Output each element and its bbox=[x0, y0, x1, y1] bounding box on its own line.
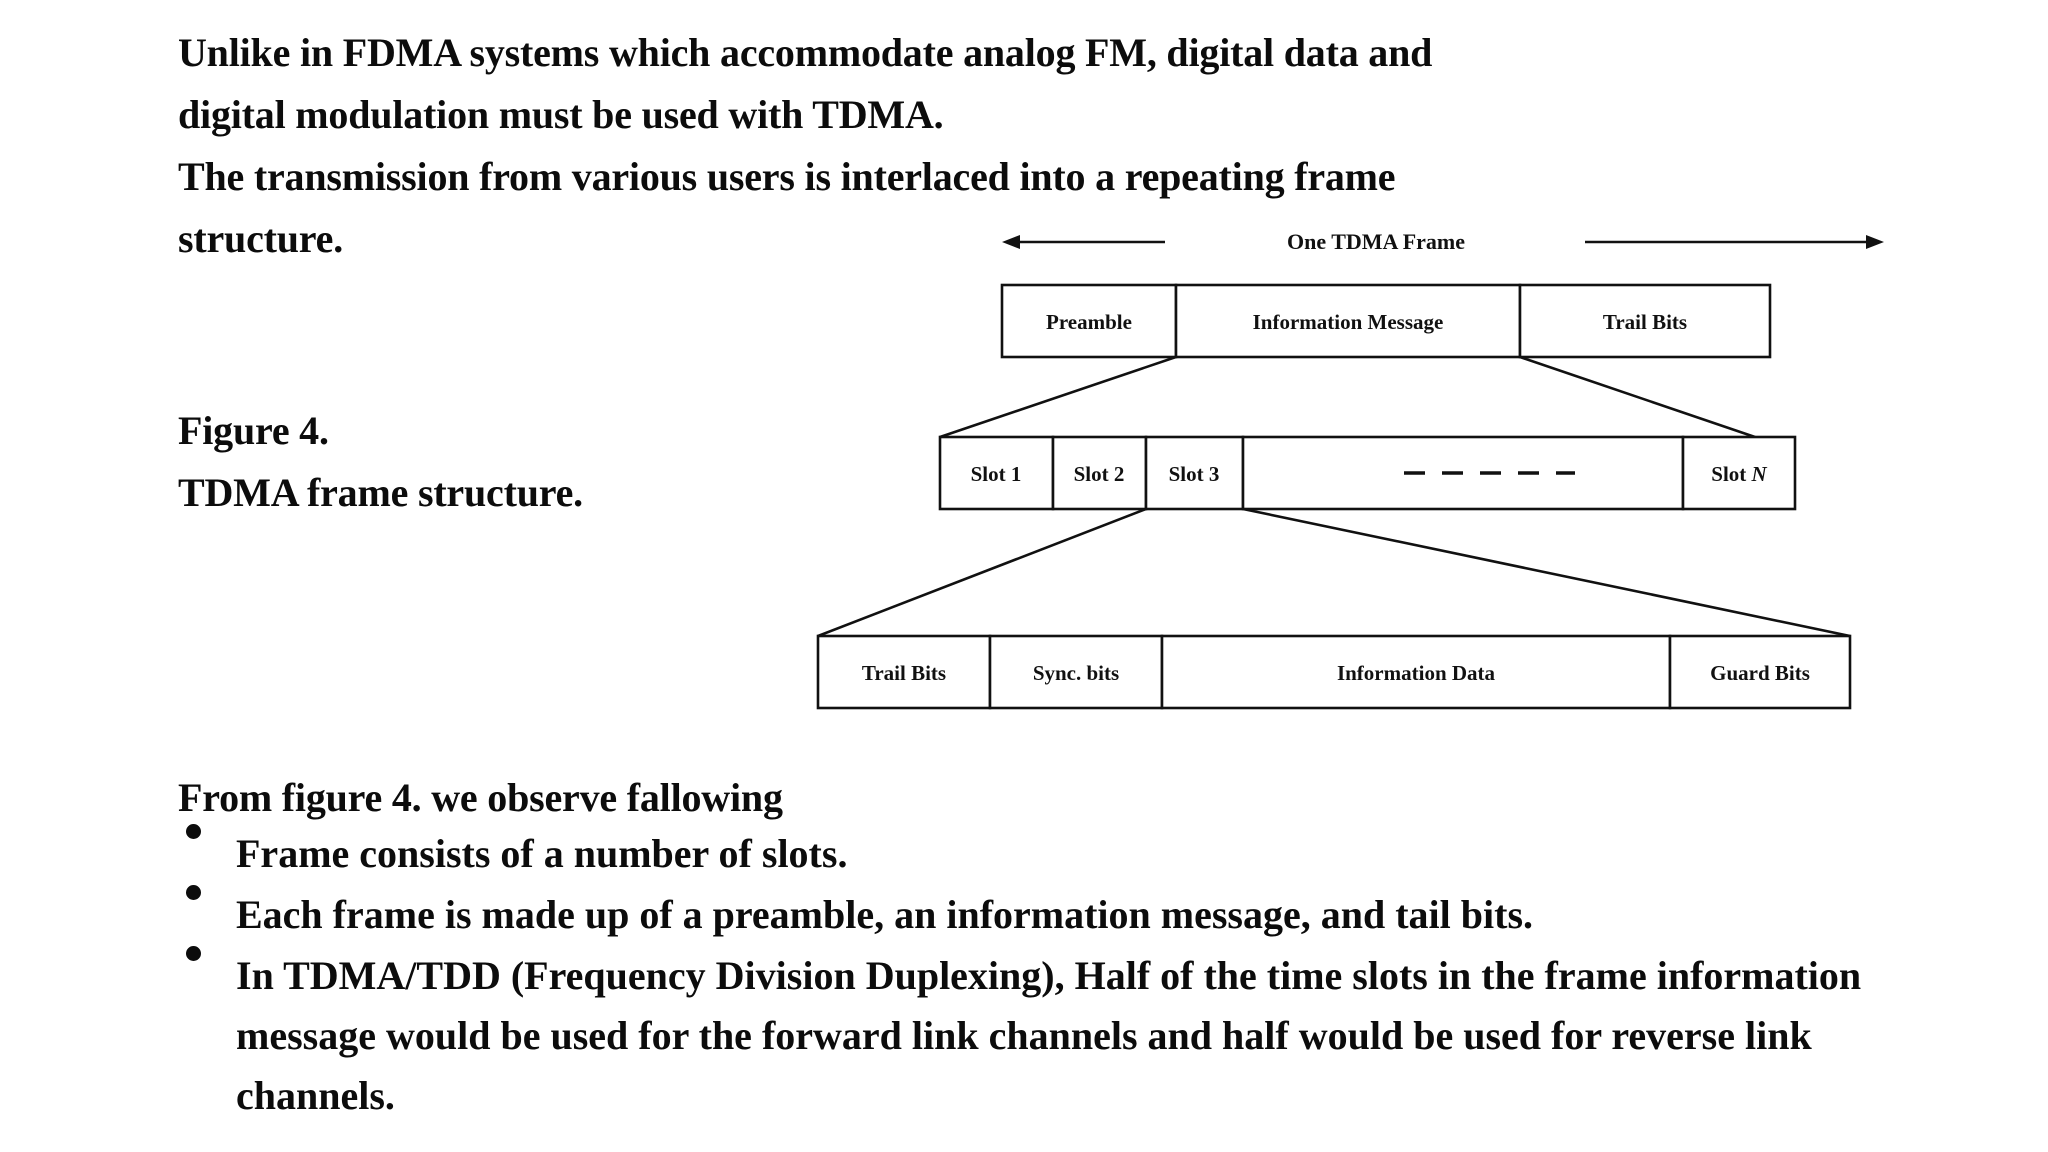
arrow-left-head-icon bbox=[1002, 235, 1020, 249]
observations-list: Frame consists of a number of slots. Eac… bbox=[178, 824, 1968, 1127]
slot-box-n-label: Slot N bbox=[1711, 462, 1767, 486]
slot-box-1-label: Slot 1 bbox=[971, 462, 1022, 486]
figure-caption-number: Figure 4. bbox=[178, 408, 329, 453]
figure-caption-title: TDMA frame structure. bbox=[178, 470, 583, 515]
detail-box-trail-bits bbox=[816, 634, 992, 710]
frame-box-trail-bits-label: Trail Bits bbox=[1603, 310, 1687, 334]
detail-box-information-data-label: Information Data bbox=[1337, 661, 1496, 685]
intro-line-3: The transmission from various users is i… bbox=[178, 154, 1396, 199]
connector-slot-right bbox=[1242, 507, 1851, 638]
connector-slot-to-detail bbox=[817, 507, 1851, 638]
list-item: Frame consists of a number of slots. bbox=[178, 824, 1968, 884]
frame-box-information-message-label: Information Message bbox=[1253, 310, 1444, 334]
slot-row: Slot 1 Slot 2 Slot 3 Slot N bbox=[938, 435, 1797, 511]
detail-box-information-data bbox=[1160, 634, 1672, 710]
slot-box-3 bbox=[1144, 435, 1245, 511]
frame-box-trail-bits bbox=[1518, 283, 1772, 359]
detail-box-sync-bits bbox=[988, 634, 1164, 710]
detail-box-guard-bits-label: Guard Bits bbox=[1710, 661, 1810, 685]
one-tdma-frame-title: One TDMA Frame bbox=[1287, 229, 1465, 254]
slot-n-prefix: Slot bbox=[1711, 462, 1751, 486]
slot-n-index: N bbox=[1751, 462, 1768, 486]
detail-box-trail-bits-label: Trail Bits bbox=[862, 661, 946, 685]
frame-row: Preamble Information Message Trail Bits bbox=[1000, 283, 1772, 359]
slot-box-2-label: Slot 2 bbox=[1074, 462, 1125, 486]
frame-box-preamble bbox=[1000, 283, 1178, 359]
intro-line-4: structure. bbox=[178, 216, 343, 261]
intro-line-2: digital modulation must be used with TDM… bbox=[178, 92, 944, 137]
frame-box-preamble-label: Preamble bbox=[1046, 310, 1132, 334]
connector-slot-left bbox=[817, 507, 1147, 638]
list-item-text: In TDMA/TDD (Frequency Division Duplexin… bbox=[236, 953, 1862, 1118]
detail-box-guard-bits bbox=[1668, 634, 1852, 710]
figure-caption: Figure 4. TDMA frame structure. bbox=[178, 400, 583, 524]
list-item-text: Frame consists of a number of slots. bbox=[236, 831, 848, 876]
connector-frame-to-slots bbox=[939, 355, 1756, 439]
list-item: Each frame is made up of a preamble, an … bbox=[178, 885, 1968, 945]
slot-box-3-label: Slot 3 bbox=[1169, 462, 1220, 486]
detail-box-sync-bits-label: Sync. bits bbox=[1033, 661, 1119, 685]
slot-detail-row: Trail Bits Sync. bits Information Data G… bbox=[816, 634, 1852, 710]
one-tdma-frame-arrow-group bbox=[1002, 235, 1884, 249]
intro-line-1: Unlike in FDMA systems which accommodate… bbox=[178, 30, 1433, 75]
intro-paragraph: Unlike in FDMA systems which accommodate… bbox=[178, 22, 1432, 270]
connector-frame-right bbox=[1519, 355, 1756, 439]
slot-box-n bbox=[1681, 435, 1797, 511]
slot-box-2 bbox=[1051, 435, 1148, 511]
list-item: In TDMA/TDD (Frequency Division Duplexin… bbox=[178, 946, 1968, 1126]
observations-heading: From figure 4. we observe fallowing bbox=[178, 775, 783, 820]
arrow-right-head-icon bbox=[1866, 235, 1884, 249]
frame-box-information-message bbox=[1174, 283, 1522, 359]
bullet-dot-icon bbox=[186, 946, 201, 961]
bullet-dot-icon bbox=[186, 885, 201, 900]
list-item-text: Each frame is made up of a preamble, an … bbox=[236, 892, 1534, 937]
connector-frame-left bbox=[939, 355, 1177, 439]
tdma-frame-structure-diagram: One TDMA Frame Preamble Information Mess… bbox=[780, 215, 1890, 725]
bullet-dot-icon bbox=[186, 824, 201, 839]
